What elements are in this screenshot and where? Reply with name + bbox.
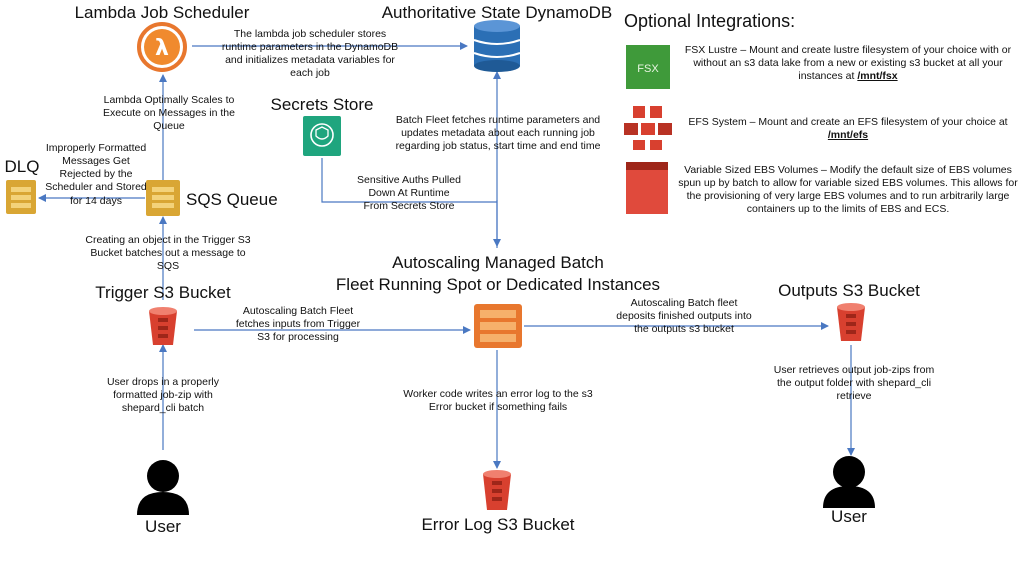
dynamodb-title: Authoritative State DynamoDB: [381, 3, 613, 22]
batch-title-line2: Fleet Running Spot or Dedicated Instance…: [335, 275, 661, 294]
svg-text:λ: λ: [155, 36, 169, 61]
trigger-title: Trigger S3 Bucket: [95, 283, 231, 302]
secrets-title: Secrets Store: [270, 95, 374, 114]
fsx-icon: FSX: [626, 45, 670, 89]
batch-title-line1: Autoscaling Managed Batch: [392, 253, 604, 272]
integration-fsx-text: FSX Lustre – Mount and create lustre fil…: [680, 44, 1016, 83]
note-lambda-to-dynamo: The lambda job scheduler stores runtime …: [221, 28, 399, 80]
sqs-title: SQS Queue: [186, 190, 278, 209]
integration-ebs-text: Variable Sized EBS Volumes – Modify the …: [678, 164, 1018, 216]
outputs-s3-bucket-icon: [837, 303, 865, 341]
lambda-title: Lambda Job Scheduler: [74, 3, 250, 22]
error-log-s3-bucket-icon: [483, 470, 511, 510]
note-lambda-scales: Lambda Optimally Scales to Execute on Me…: [103, 94, 235, 133]
lambda-icon: λ: [137, 22, 187, 72]
note-fetch-inputs: Autoscaling Batch Fleet fetches inputs f…: [235, 305, 361, 344]
note-improper-messages: Improperly Formatted Messages Get Reject…: [45, 142, 147, 207]
error-log-title: Error Log S3 Bucket: [421, 515, 575, 534]
note-user-retrieves: User retrieves output job-zips from the …: [773, 364, 935, 403]
user-right-label: User: [831, 507, 867, 526]
outputs-title: Outputs S3 Bucket: [778, 281, 920, 300]
integration-efs-path: /mnt/efs: [827, 129, 869, 142]
note-secrets-auths: Sensitive Auths Pulled Down At Runtime F…: [357, 174, 461, 213]
integration-efs-text: EFS System – Mount and create an EFS fil…: [680, 116, 1016, 142]
integration-fsx-description: FSX Lustre – Mount and create lustre fil…: [684, 44, 1012, 83]
note-trigger-to-sqs: Creating an object in the Trigger S3 Buc…: [85, 234, 251, 273]
user-left-label: User: [145, 517, 181, 536]
note-batch-to-dynamo: Batch Fleet fetches runtime parameters a…: [395, 114, 601, 153]
trigger-s3-bucket-icon: [149, 307, 177, 345]
dlq-icon: [6, 180, 36, 214]
ebs-icon: [626, 162, 668, 214]
arrow-secrets-to-batch: [321, 158, 497, 203]
note-worker-error: Worker code writes an error log to the s…: [403, 388, 593, 414]
svg-text:FSX: FSX: [637, 63, 659, 75]
optional-integrations-title: Optional Integrations:: [624, 11, 796, 31]
dlq-title: DLQ: [4, 157, 40, 176]
integration-fsx-path: /mnt/fsx: [857, 70, 898, 83]
integration-efs-description: EFS System – Mount and create an EFS fil…: [688, 116, 1008, 128]
dynamodb-icon: [473, 20, 521, 72]
note-user-drops: User drops in a properly formatted job-z…: [106, 376, 220, 415]
efs-icon: [624, 106, 672, 150]
secrets-manager-icon: [303, 116, 341, 156]
user-icon-right: [823, 456, 875, 508]
note-deposit-outputs: Autoscaling Batch fleet deposits finishe…: [616, 297, 752, 336]
batch-compute-icon: [474, 304, 522, 348]
sqs-icon: [146, 180, 180, 216]
user-icon-left: [137, 460, 189, 515]
